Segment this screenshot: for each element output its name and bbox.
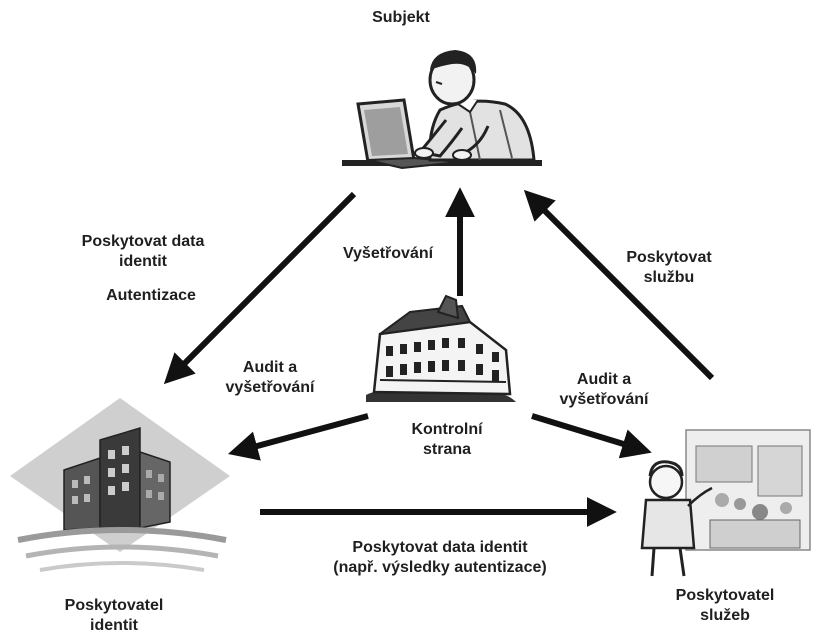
edge-label-line: identit (119, 253, 167, 270)
identity-provider-label: Poskytovatel identit (44, 596, 184, 633)
node-label-line: strana (422, 441, 472, 458)
edge-label-investigation: Vyšetřování (342, 245, 434, 262)
edge-label-line: vyšetřování (225, 379, 315, 396)
office-buildings-icon (10, 398, 230, 572)
control-party-label: Kontrolní strana (392, 420, 502, 460)
arrow-service-to-subject (523, 189, 715, 381)
node-label-line: Kontrolní (411, 421, 483, 438)
edge-label-line: Poskytovat (626, 249, 712, 266)
node-label-line: Poskytovatel (675, 587, 775, 604)
edge-label-line: Poskytovat data (81, 233, 205, 250)
node-label-line: Poskytovatel (64, 597, 164, 614)
arrow-control-to-service-provider (531, 413, 652, 459)
subject-label: Subjekt (372, 9, 430, 26)
edge-label-line: (např. výsledky autentizace) (333, 559, 547, 576)
node-label-line: identit (90, 617, 138, 633)
person-at-laptop-icon (342, 50, 542, 170)
edge-label-provide-service: Poskytovat službu (606, 248, 732, 288)
edge-label-provide-identity-data: Poskytovat data identit (58, 232, 228, 272)
edge-label-identity-to-service: Poskytovat data identit (např. výsledky … (290, 538, 590, 578)
arrow-control-to-identity-provider (227, 413, 369, 461)
edge-label-line: Audit a (242, 359, 298, 376)
edge-label-audit-investigation-right: Audit a vyšetřování (538, 370, 670, 410)
historic-building-icon (366, 294, 516, 402)
edge-label-audit-investigation-left: Audit a vyšetřování (204, 358, 336, 398)
shop-clerk-icon (640, 429, 811, 577)
edge-label-line: vyšetřování (559, 391, 649, 408)
edge-label-line: službu (643, 269, 695, 286)
edge-label-line: Poskytovat data identit (352, 539, 528, 556)
edge-label-line: Audit a (576, 371, 632, 388)
service-provider-label: Poskytovatel služeb (660, 586, 790, 626)
arrow-subject-to-identity-provider (163, 191, 357, 385)
edge-label-authentication: Autentizace (106, 287, 196, 304)
node-label-line: služeb (700, 607, 750, 624)
